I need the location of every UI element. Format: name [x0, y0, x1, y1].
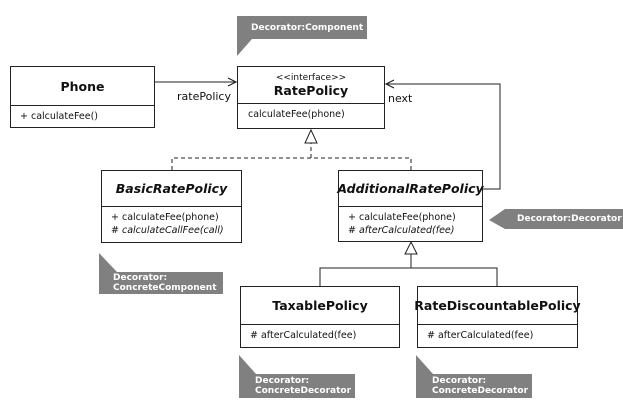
note-concrete-component-pointer: [99, 253, 117, 272]
note-concrete-decorator-1: Decorator: ConcreteDecorator: [239, 374, 355, 398]
note-decorator-pointer: [489, 209, 505, 229]
stereotype: <<interface>>: [275, 72, 347, 83]
class-name: TaxablePolicy: [272, 298, 368, 313]
label-rate-policy: ratePolicy: [177, 90, 231, 103]
operation: + calculateFee(phone): [111, 212, 219, 223]
operation-abstract: # afterCalculated(fee): [348, 225, 455, 236]
class-operations: # afterCalculated(fee): [418, 325, 577, 342]
class-rate-policy[interactable]: <<interface>> RatePolicy calculateFee(ph…: [237, 66, 385, 129]
class-rate-discountable-policy[interactable]: RateDiscountablePolicy # afterCalculated…: [414, 286, 581, 348]
class-name: RateDiscountablePolicy: [414, 298, 581, 313]
realization-to-rate-policy: [171, 128, 412, 170]
class-basic-rate-policy[interactable]: BasicRatePolicy + calculateFee(phone) # …: [101, 170, 242, 243]
class-phone[interactable]: Phone + calculateFee(): [10, 66, 155, 128]
class-operations: # afterCalculated(fee): [241, 325, 399, 342]
label-next: next: [388, 92, 413, 105]
class-operations: + calculateFee(phone) # afterCalculated(…: [339, 207, 482, 237]
note-decorator-component: Decorator:Component: [237, 16, 367, 39]
note-concrete-decorator-1-pointer: [239, 355, 256, 374]
operation: + calculateFee(phone): [348, 212, 456, 223]
operation-abstract: # calculateCallFee(call): [111, 225, 224, 236]
class-name: RatePolicy: [273, 82, 349, 98]
note-decorator-decorator: Decorator:Decorator: [505, 209, 623, 229]
class-name: AdditionalRatePolicy: [337, 181, 484, 196]
note-concrete-decorator-2-pointer: [416, 355, 433, 374]
note-concrete-component: Decorator: ConcreteComponent: [99, 272, 223, 294]
class-name: BasicRatePolicy: [115, 181, 228, 196]
class-taxable-policy[interactable]: TaxablePolicy # afterCalculated(fee): [240, 286, 400, 348]
generalization-to-additional-rate-policy: [319, 240, 498, 286]
operation: # afterCalculated(fee): [250, 330, 357, 341]
class-name: Phone: [60, 78, 105, 94]
note-component-pointer: [237, 39, 252, 56]
class-operations: calculateFee(phone): [238, 104, 384, 121]
operation: + calculateFee(): [20, 111, 98, 122]
class-operations: + calculateFee(phone) # calculateCallFee…: [102, 207, 241, 237]
class-operations: + calculateFee(): [11, 106, 154, 123]
operation: # afterCalculated(fee): [427, 330, 534, 341]
association-next: [386, 84, 501, 190]
class-additional-rate-policy[interactable]: AdditionalRatePolicy + calculateFee(phon…: [337, 170, 484, 242]
operation: calculateFee(phone): [248, 109, 345, 120]
note-concrete-decorator-2: Decorator: ConcreteDecorator: [416, 374, 532, 398]
